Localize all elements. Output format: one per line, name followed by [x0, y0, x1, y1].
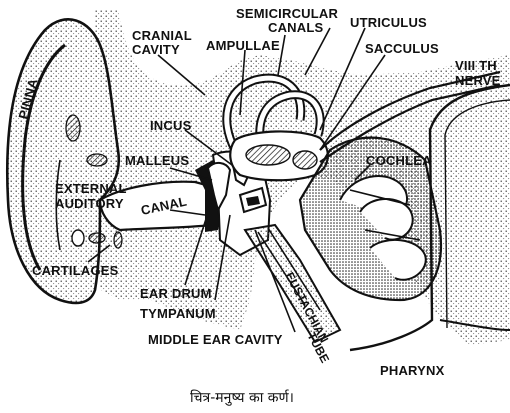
cartilage-2 [86, 153, 108, 167]
label-external-2: AUDITORY [55, 196, 124, 211]
cartilage-3 [88, 232, 106, 244]
eustachian-tube-shape [243, 223, 342, 344]
label-incus: INCUS [150, 118, 192, 133]
label-semicircular-1: SEMICIRCULAR [236, 6, 338, 21]
label-cochlea: COCHLEA [366, 153, 432, 168]
label-pharynx: PHARYNX [380, 363, 445, 378]
label-external-1: EXTERNAL [55, 181, 127, 196]
label-ampullae: AMPULLAE [206, 38, 280, 53]
label-cranial-1: CRANIAL [132, 28, 192, 43]
stapes-core [246, 196, 260, 206]
cochlea-coils [339, 175, 427, 281]
label-sacculus: SACCULUS [365, 41, 439, 56]
eustachian-line-1 [257, 231, 306, 306]
sacculus-shape [292, 150, 318, 170]
label-ear-drum: EAR DRUM [140, 286, 212, 301]
cartilage-1 [65, 114, 81, 142]
malleus-bone [206, 162, 232, 213]
eustachian-line-2 [267, 227, 321, 311]
label-tympanum: TYMPANUM [140, 306, 216, 321]
figure-caption: चित्र-मनुष्य का कर्ण। [190, 389, 294, 406]
label-cartilages: CARTILAGES [32, 263, 119, 278]
pinna-inner-line [55, 159, 61, 251]
label-nerve-1: VIII TH [455, 58, 497, 73]
leader-lines [87, 27, 386, 333]
label-semicircular-2: CANALS [268, 20, 323, 35]
external-auditory-canal [98, 180, 214, 232]
label-nerve-2: NERVE [455, 73, 501, 88]
label-malleus: MALLEUS [125, 153, 189, 168]
label-utriculus: UTRICULUS [350, 15, 427, 30]
pinna-helix-line [21, 43, 66, 271]
viii-nerve [319, 70, 501, 151]
cartilage-4 [113, 231, 123, 249]
pharynx-wall [349, 83, 510, 352]
cartilage-5 [71, 229, 85, 247]
label-cranial-2: CAVITY [132, 42, 180, 57]
utriculus-shape [245, 144, 291, 166]
label-middle-ear: MIDDLE EAR CAVITY [148, 332, 283, 347]
